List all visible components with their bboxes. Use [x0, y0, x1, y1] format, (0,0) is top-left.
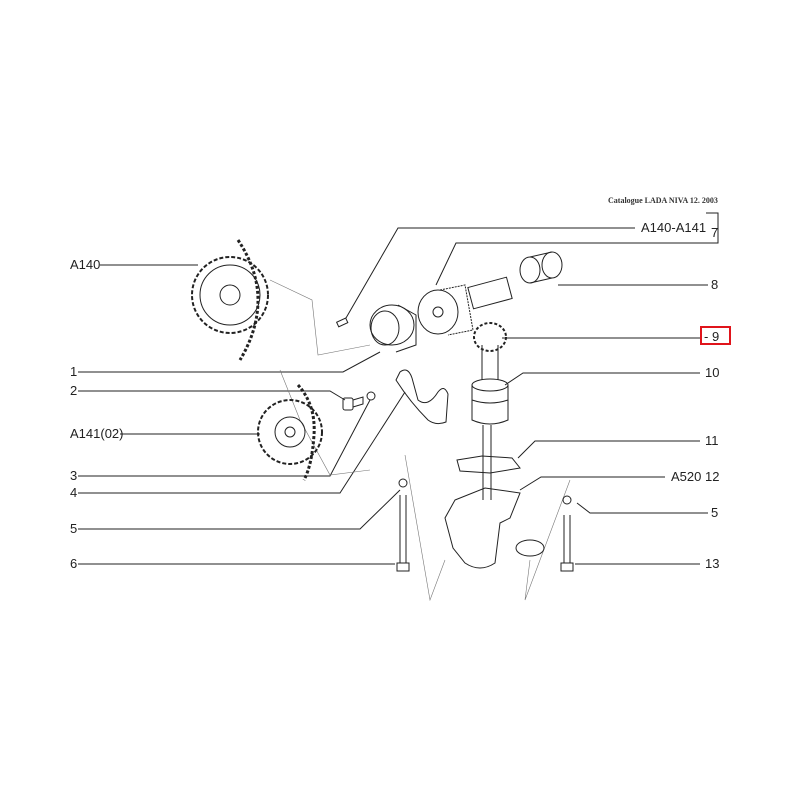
label-5-right[interactable]: 5: [711, 505, 719, 520]
label-a140[interactable]: A140: [70, 257, 101, 272]
label-6[interactable]: 6: [70, 556, 78, 571]
label-12[interactable]: 12: [705, 469, 720, 484]
leader-5-right: [576, 502, 708, 514]
catalogue-header: Catalogue LADA NIVA 12. 2003: [608, 196, 718, 205]
label-13[interactable]: 13: [705, 556, 720, 571]
label-8[interactable]: 8: [711, 277, 719, 292]
label-a140-a141[interactable]: A140-A141: [641, 220, 707, 235]
construction-lines: [269, 279, 571, 602]
leader-2: [78, 390, 346, 401]
label-10[interactable]: 10: [705, 365, 720, 380]
label-11[interactable]: 11: [705, 433, 719, 448]
leader-lines: [78, 212, 719, 565]
bracket-part-4: [395, 369, 449, 425]
label-7[interactable]: 7: [711, 225, 719, 240]
bushing-part-1: [369, 304, 417, 353]
bolt-part-13: [560, 495, 574, 572]
leader-1: [78, 351, 381, 373]
leader-3: [78, 399, 371, 477]
leader-7-gear: [706, 212, 719, 244]
bolt-part-6: [396, 478, 410, 572]
drive-gear-shaft-part-7: [417, 276, 513, 336]
label-a141-02[interactable]: A141(02): [70, 426, 124, 441]
washer-part-3: [366, 391, 376, 401]
leader-12: [519, 476, 665, 491]
leader-4: [78, 391, 406, 494]
label-3[interactable]: 3: [70, 468, 78, 483]
label-4[interactable]: 4: [70, 485, 78, 500]
bolt-part-2: [342, 396, 364, 411]
bushing-part-10: [471, 378, 509, 425]
highlight-box-9: [700, 326, 731, 345]
leader-5-left: [78, 489, 401, 530]
leader-7-gear-line: [435, 242, 706, 286]
label-1[interactable]: 1: [70, 364, 78, 379]
bushing-part-8: [519, 251, 563, 284]
camshaft-sprocket-a140: [191, 239, 269, 361]
leader-10: [504, 372, 700, 386]
leader-7-pin: [345, 227, 635, 319]
label-2[interactable]: 2: [70, 383, 78, 398]
gasket-part-11: [456, 455, 521, 474]
label-9[interactable]: - 9: [704, 329, 720, 344]
leader-11: [517, 440, 700, 459]
oil-pump-a520: [444, 425, 545, 569]
pin-part: [335, 317, 349, 328]
label-5-left[interactable]: 5: [70, 521, 78, 536]
driven-gear-part-9: [473, 322, 507, 380]
label-a520[interactable]: A520: [671, 469, 702, 484]
shaft-sprocket-a141: [257, 383, 323, 481]
